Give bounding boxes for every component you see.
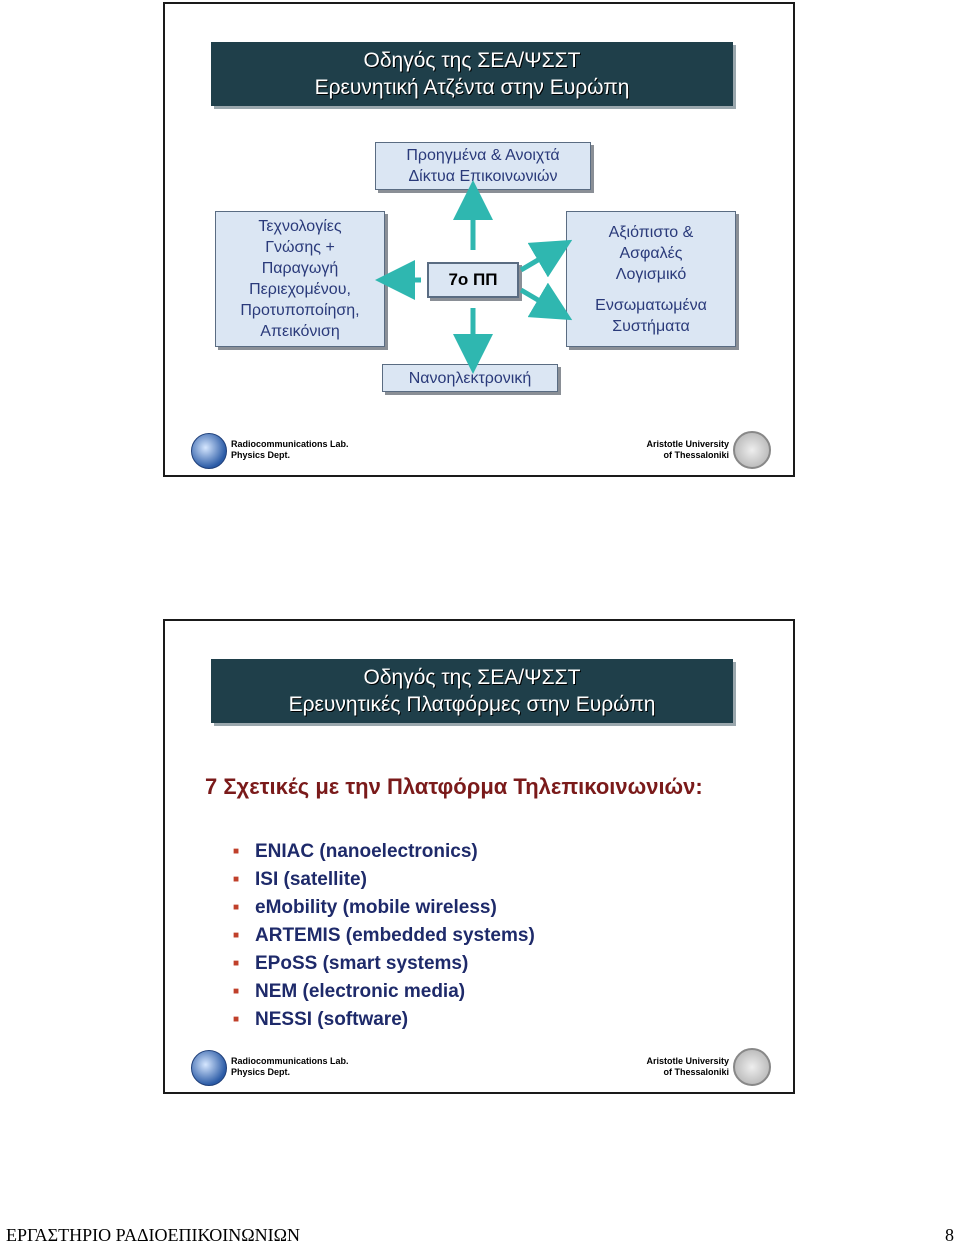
- list-item: ■ NEM (electronic media): [233, 978, 535, 1006]
- left-box-line-1: Τεχνολογίες: [258, 218, 342, 235]
- right-box-line-4: Ενσωματωμένα: [595, 296, 707, 314]
- small-red-square-icon: ■: [233, 930, 240, 941]
- small-red-square-icon: ■: [233, 874, 240, 885]
- left-box-line-5: Προτυποποίηση,: [240, 302, 360, 319]
- slide-2-footer-right: Aristotle University of Thessaloniki: [646, 1056, 729, 1078]
- slide-1-title: Οδηγός της ΣΕΑ/ΨΣΣΤ Ερευνητική Ατζέντα σ…: [211, 42, 733, 106]
- slide-1-footer-right: Aristotle University of Thessaloniki: [646, 439, 729, 461]
- footer-lab-name: Radiocommunications Lab.: [231, 439, 349, 449]
- small-red-square-icon: ■: [233, 958, 240, 969]
- globe-logo-icon: [191, 1050, 227, 1086]
- slide-1-footer-left: Radiocommunications Lab. Physics Dept.: [231, 439, 349, 461]
- arrow-right-up: [519, 239, 573, 278]
- small-red-square-icon: ■: [233, 1014, 240, 1025]
- university-seal-icon: [733, 431, 771, 469]
- slide-2-subtitle: 7 Σχετικές με την Πλατφόρμα Τηλεπικοινων…: [205, 774, 703, 799]
- slide-2-footer: Radiocommunications Lab. Physics Dept. A…: [165, 1044, 793, 1092]
- right-box-line-1: Αξιόπιστο &: [608, 223, 694, 241]
- arrow-right-down: [519, 282, 573, 321]
- platform-list: ■ ENIAC (nanoelectronics) ■ ISI (satellite…: [233, 838, 535, 1034]
- center-box-7th-fp: 7ο ΠΠ: [427, 262, 519, 298]
- list-item: ■ NESSI (software): [233, 1006, 535, 1034]
- slide-1-footer: Radiocommunications Lab. Physics Dept. A…: [165, 427, 793, 475]
- page-footer-lab-name: ΕΡΓΑΣΤΗΡΙΟ ΡΑΔΙΟΕΠΙΚΟΙΝΩΝΙΩΝ: [6, 1225, 301, 1245]
- footer-university-name: Aristotle University: [646, 1056, 729, 1066]
- list-item-text: ENIAC (nanoelectronics): [255, 841, 478, 862]
- list-item-text: NESSI (software): [255, 1009, 409, 1030]
- left-box-line-6: Απεικόνιση: [260, 323, 340, 340]
- page-footer: ΕΡΓΑΣΤΗΡΙΟ ΡΑΔΙΟΕΠΙΚΟΙΝΩΝΙΩΝ 8: [0, 1225, 960, 1247]
- left-box-line-3: Παραγωγή: [261, 260, 339, 277]
- right-box-line-5: Συστήματα: [612, 317, 690, 335]
- globe-logo-icon: [191, 433, 227, 469]
- left-box-line-4: Περιεχομένου,: [249, 281, 351, 298]
- list-item-text: EPoSS (smart systems): [255, 953, 469, 974]
- slide-1-title-line-2: Ερευνητική Ατζέντα στην Ευρώπη: [314, 76, 630, 99]
- list-item-text: NEM (electronic media): [255, 981, 466, 1002]
- right-box-line-3: Λογισμικό: [615, 265, 687, 283]
- list-item-text: eMobility (mobile wireless): [255, 897, 497, 918]
- list-item: ■ EPoSS (smart systems): [233, 950, 535, 978]
- slide-2-title-line-1: Οδηγός της ΣΕΑ/ΨΣΣΤ: [363, 666, 581, 689]
- connector-arrows: [375, 180, 573, 374]
- university-seal-icon: [733, 1048, 771, 1086]
- slide-2-title: Οδηγός της ΣΕΑ/ΨΣΣΤ Ερευνητικές Πλατφόρμ…: [211, 659, 733, 723]
- footer-city-name: of Thessaloniki: [663, 450, 729, 460]
- footer-dept-name: Physics Dept.: [231, 450, 291, 460]
- slide-2-footer-left: Radiocommunications Lab. Physics Dept.: [231, 1056, 349, 1078]
- page-number: 8: [945, 1225, 954, 1245]
- right-box-software-embedded: Αξιόπιστο & Ασφαλές Λογισμικό Ενσωματωμέ…: [566, 211, 736, 347]
- list-item-text: ARTEMIS (embedded systems): [255, 925, 535, 946]
- footer-university-name: Aristotle University: [646, 439, 729, 449]
- slide-1-title-line-1: Οδηγός της ΣΕΑ/ΨΣΣΤ: [363, 49, 581, 72]
- slide-2-title-line-2: Ερευνητικές Πλατφόρμες στην Ευρώπη: [288, 693, 656, 716]
- footer-city-name: of Thessaloniki: [663, 1067, 729, 1077]
- list-item: ■ eMobility (mobile wireless): [233, 894, 535, 922]
- small-red-square-icon: ■: [233, 846, 240, 857]
- small-red-square-icon: ■: [233, 986, 240, 997]
- list-item-text: ISI (satellite): [255, 869, 367, 890]
- list-item: ■ ENIAC (nanoelectronics): [233, 838, 535, 866]
- list-item: ■ ARTEMIS (embedded systems): [233, 922, 535, 950]
- slide-1: Οδηγός της ΣΕΑ/ΨΣΣΤ Ερευνητική Ατζέντα σ…: [163, 2, 795, 477]
- slide-2: Οδηγός της ΣΕΑ/ΨΣΣΤ Ερευνητικές Πλατφόρμ…: [163, 619, 795, 1094]
- left-box-line-2: Γνώσης +: [265, 239, 335, 256]
- list-item: ■ ISI (satellite): [233, 866, 535, 894]
- small-red-square-icon: ■: [233, 902, 240, 913]
- top-box-line-1: Προηγμένα & Ανοιχτά: [406, 147, 560, 164]
- right-box-line-2: Ασφαλές: [619, 244, 683, 262]
- top-box-line-2: Δίκτυα Επικοινωνιών: [408, 168, 558, 185]
- footer-lab-name: Radiocommunications Lab.: [231, 1056, 349, 1066]
- footer-dept-name: Physics Dept.: [231, 1067, 291, 1077]
